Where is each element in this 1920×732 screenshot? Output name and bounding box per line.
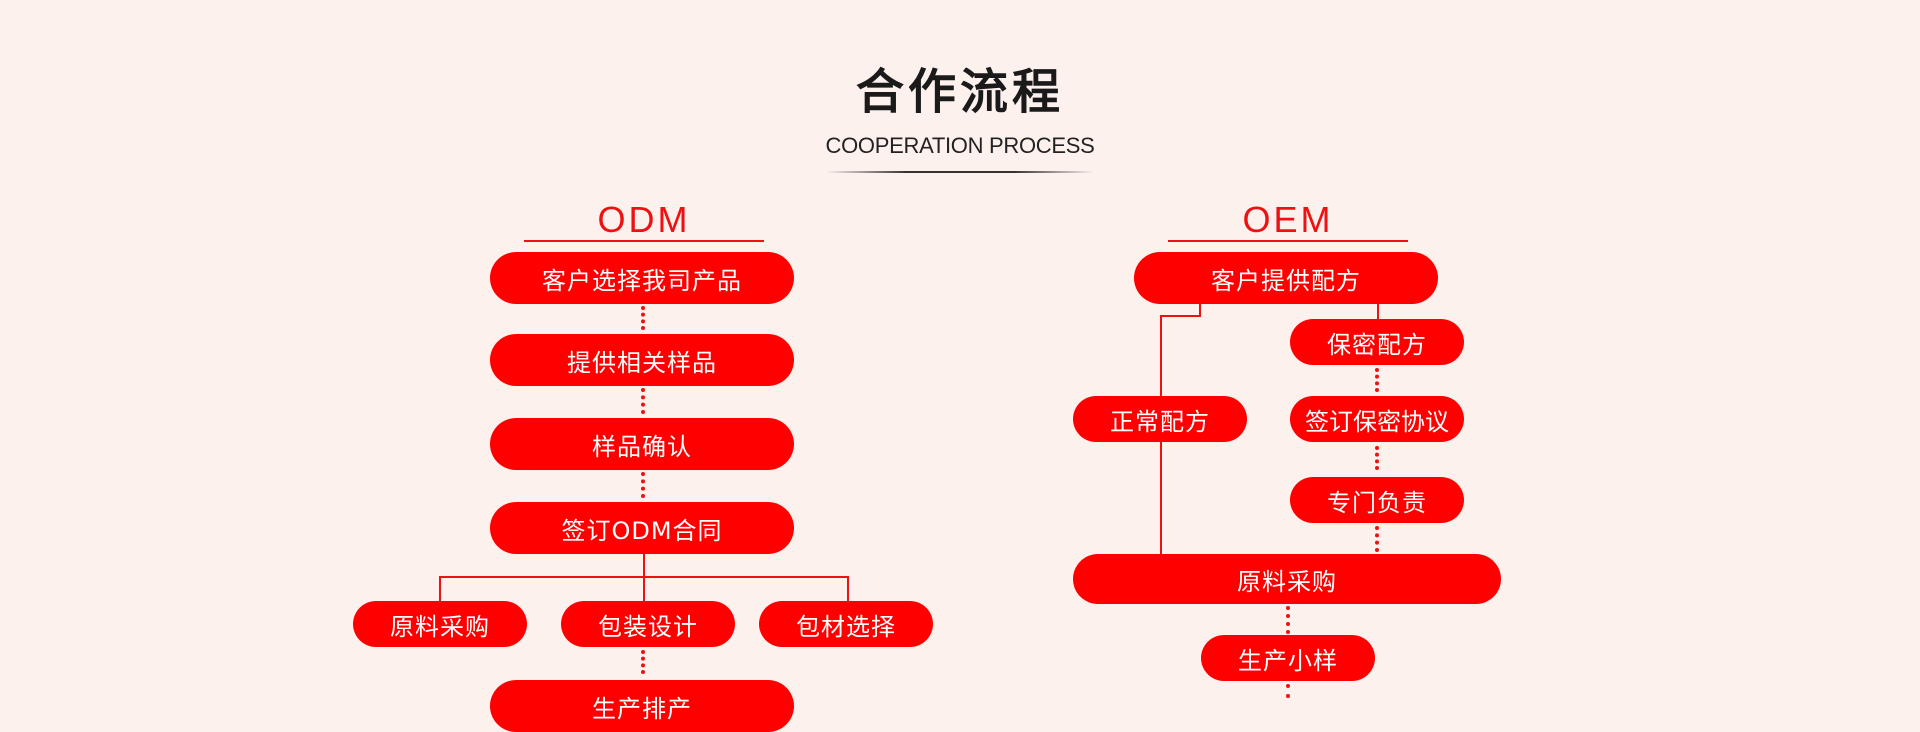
odm-branch-packaging-material: 包材选择 [759, 601, 933, 647]
oem-step-raw-material: 原料采购 [1073, 554, 1501, 604]
odm-step-provide-samples: 提供相关样品 [490, 334, 794, 386]
odm-step-sample-confirm: 样品确认 [490, 418, 794, 470]
odm-branch-drop-left [439, 576, 441, 602]
page-title: 合作流程 [855, 64, 1064, 120]
oem-split-left-stem [1199, 304, 1201, 316]
oem-step-customer-formula: 客户提供配方 [1134, 252, 1438, 304]
oem-connector [1286, 606, 1290, 634]
odm-title-underline [524, 240, 764, 242]
odm-connector [641, 388, 645, 414]
odm-branch-drop-center [643, 576, 645, 602]
oem-split-left-bar [1160, 315, 1201, 317]
oem-connector [1375, 368, 1379, 392]
odm-step-sign-contract: 签订ODM合同 [490, 502, 794, 554]
page-subtitle: COOPERATION PROCESS [825, 133, 1095, 158]
oem-step-small-sample: 生产小样 [1201, 635, 1375, 681]
odm-connector [641, 306, 645, 330]
oem-split-right-stem [1377, 304, 1379, 320]
odm-branch-stem [643, 554, 645, 577]
oem-connector [1375, 446, 1379, 470]
oem-step-sign-nda: 签订保密协议 [1290, 396, 1464, 442]
odm-section-title: ODM [597, 199, 691, 240]
odm-branch-raw-material: 原料采购 [353, 601, 527, 647]
oem-step-confidential-formula: 保密配方 [1290, 319, 1464, 365]
oem-connector [1286, 684, 1290, 698]
odm-branch-drop-right [847, 576, 849, 602]
oem-connector [1375, 526, 1379, 552]
oem-title-underline [1168, 240, 1408, 242]
oem-section-title: OEM [1242, 199, 1334, 240]
odm-connector [641, 472, 645, 498]
odm-step-production: 生产排产 [490, 680, 794, 732]
odm-step-select-product: 客户选择我司产品 [490, 252, 794, 304]
oem-step-normal-formula: 正常配方 [1073, 396, 1247, 442]
odm-connector [641, 650, 645, 674]
oem-step-dedicated: 专门负责 [1290, 477, 1464, 523]
oem-normal-to-merge [1160, 442, 1162, 554]
title-underline [826, 171, 1094, 173]
odm-branch-packaging-design: 包装设计 [561, 601, 735, 647]
oem-split-left-drop [1160, 315, 1162, 397]
